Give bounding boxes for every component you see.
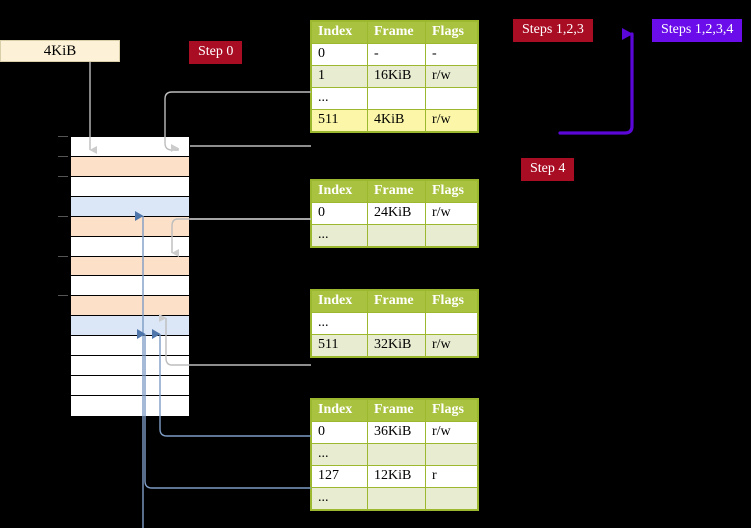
- cell-frame: 12KiB: [367, 465, 426, 488]
- badge-step-0: Step 0: [189, 41, 243, 64]
- cell-flags: r/w: [425, 334, 478, 357]
- cell-index: ...: [311, 443, 368, 466]
- column-header-flags: Flags: [425, 399, 478, 422]
- cell-flags: [425, 312, 478, 335]
- cell-flags: r/w: [425, 202, 478, 225]
- cell-index: 511: [311, 109, 368, 132]
- badge-steps-1234: Steps 1,2,3,4: [652, 19, 743, 42]
- connector-pdpt-row0-to-grid: [171, 218, 311, 257]
- cell-frame: 32KiB: [367, 334, 426, 357]
- cell-index: ...: [311, 312, 368, 335]
- cell-frame: [367, 87, 426, 110]
- cell-frame: 4KiB: [367, 109, 426, 132]
- memory-frame-1: [71, 156, 189, 177]
- cell-flags: r/w: [425, 65, 478, 88]
- cell-index: 0: [311, 43, 368, 66]
- memory-frame-3: [71, 196, 189, 217]
- memory-frame-0: [71, 137, 189, 157]
- memory-frame-4: [71, 216, 189, 237]
- memory-frame-tick-6: [58, 256, 68, 257]
- memory-frame-8: [71, 296, 189, 317]
- cell-index: 511: [311, 334, 368, 357]
- column-header-index: Index: [311, 290, 368, 313]
- memory-frame-tick-2: [58, 176, 68, 177]
- table-row: 0--: [311, 43, 478, 66]
- table-row: ...: [311, 224, 478, 247]
- connector-steps-1234-bracket: [558, 28, 634, 135]
- memory-frame-6: [71, 256, 189, 277]
- physical-memory-grid: [70, 136, 190, 416]
- column-header-frame: Frame: [367, 399, 426, 422]
- column-header-frame: Frame: [367, 290, 426, 313]
- cell-flags: [425, 87, 478, 110]
- size-box-4kib: 4KiB: [0, 40, 120, 62]
- memory-frame-tick-1: [58, 156, 68, 157]
- column-header-flags: Flags: [425, 180, 478, 203]
- cell-flags: [425, 224, 478, 247]
- cell-flags: [425, 443, 478, 466]
- cell-flags: [425, 487, 478, 510]
- memory-frame-7: [71, 276, 189, 297]
- column-header-frame: Frame: [367, 21, 426, 44]
- column-header-index: Index: [311, 21, 368, 44]
- cell-frame: [367, 224, 426, 247]
- memory-frame-tick-4: [58, 216, 68, 217]
- cell-frame: 24KiB: [367, 202, 426, 225]
- table-row: ...: [311, 87, 478, 110]
- column-header-flags: Flags: [425, 21, 478, 44]
- cell-frame: [367, 487, 426, 510]
- memory-frame-12: [71, 376, 189, 396]
- cell-frame: -: [367, 43, 426, 66]
- cell-flags: r/w: [425, 109, 478, 132]
- cell-frame: 16KiB: [367, 65, 426, 88]
- cell-index: 0: [311, 421, 368, 444]
- table-row: ...: [311, 312, 478, 335]
- column-header-flags: Flags: [425, 290, 478, 313]
- cell-index: 1: [311, 65, 368, 88]
- memory-frame-tick-0: [58, 136, 68, 137]
- cell-frame: 36KiB: [367, 421, 426, 444]
- badge-step-4: Step 4: [521, 158, 575, 181]
- memory-frame-9: [71, 316, 189, 337]
- cell-flags: r: [425, 465, 478, 488]
- table-row: ...: [311, 443, 478, 466]
- memory-frame-2: [71, 176, 189, 197]
- badge-steps-123: Steps 1,2,3: [513, 19, 593, 42]
- cell-flags: r/w: [425, 421, 478, 444]
- table-row: ...: [311, 487, 478, 510]
- cell-index: ...: [311, 224, 368, 247]
- cell-frame: [367, 443, 426, 466]
- memory-frame-11: [71, 356, 189, 377]
- cell-index: 0: [311, 202, 368, 225]
- cell-index: ...: [311, 87, 368, 110]
- column-header-index: Index: [311, 180, 368, 203]
- cell-index: ...: [311, 487, 368, 510]
- memory-frame-tick-8: [58, 295, 68, 296]
- memory-frame-10: [71, 336, 189, 357]
- column-header-frame: Frame: [367, 180, 426, 203]
- memory-frame-13: [71, 395, 189, 416]
- column-header-index: Index: [311, 399, 368, 422]
- cell-flags: -: [425, 43, 478, 66]
- memory-frame-5: [71, 236, 189, 257]
- cell-index: 127: [311, 465, 368, 488]
- connector-pt-row0-to-grid: [159, 415, 311, 437]
- cell-frame: [367, 312, 426, 335]
